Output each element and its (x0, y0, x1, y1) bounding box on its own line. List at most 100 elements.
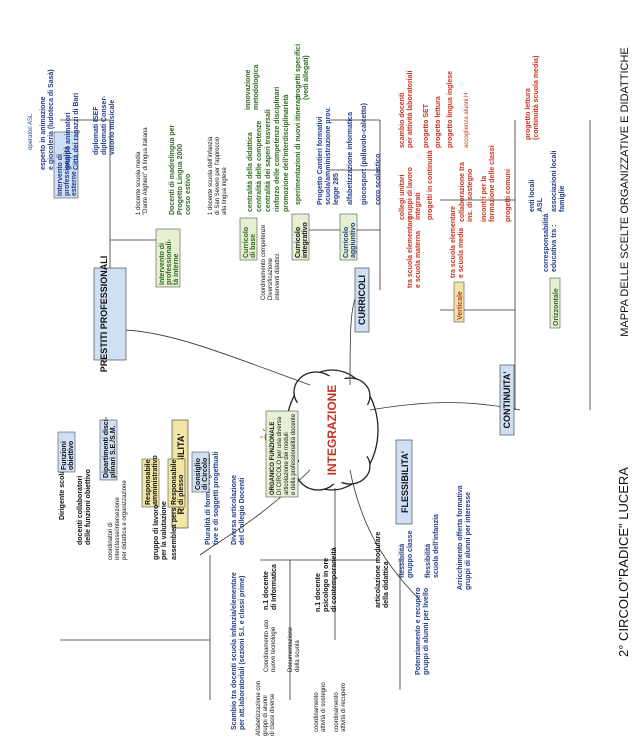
progetti-continuita: progetti in continuità (427, 150, 434, 220)
organico-l1: ORGANICO FUNZIONALE (270, 422, 276, 495)
collegi-l2: gruppi di lavoro (407, 167, 414, 220)
amministrativo-l2: amministrativo (152, 455, 159, 505)
incontri-l1: incontri per la (481, 176, 488, 222)
aggiuntivo-item-2: giocosport (pallavolo-calcetto) (361, 103, 368, 205)
flex-infanzia: flessibilità scuola dell'infanzia (425, 514, 440, 578)
progetti-specifici: progetti specifici (vedi allegati) (295, 44, 310, 100)
consiglio-l2: di Circolo (202, 458, 209, 490)
flex-classe: flessibilità gruppo classe (399, 530, 414, 578)
branch-prestiti: PRESTITI PROFESSIONALI (93, 256, 127, 373)
collaboratori: docenti collaboratori delle funzioni obi… (77, 469, 92, 545)
prestiti-esterne: Intervento di professionalità esterne (53, 131, 79, 199)
curricolo-integrativo: Curricolo integrativo (291, 213, 310, 261)
arricchimento-l2: gruppi di alunni per interesse (465, 492, 472, 590)
diversa-articolazione: Diversa articolazione del Collegio Docen… (231, 475, 246, 545)
coordinatori-l3: per didattica e organizzazione (122, 480, 128, 560)
collaboratori-l2: delle funzioni obiettivo (85, 469, 92, 545)
coord-recupero: coordinamento attività di recupero (334, 682, 347, 732)
animatori-l1: gruppo animatori (65, 112, 72, 170)
pluralita-l1: Pluralità di forme organizza- (205, 451, 212, 545)
dirigente-text: Dirigente scolastico (59, 453, 66, 520)
psicologo-l2: psicologo in ore (323, 558, 330, 612)
valutazione-l2: per la valutazione (161, 501, 168, 560)
isef-l3: vatorio musicale (109, 100, 116, 155)
curricolo-base: Curricolo di base (239, 217, 258, 261)
flex-classe-l2: gruppo classe (407, 530, 414, 578)
flex-infanzia-l2: scuola dell'infanzia (433, 514, 440, 578)
funzioni-l1: Funzioni (61, 441, 68, 470)
madrelingua-l2: Progetto Lingua 2000 (177, 144, 184, 215)
progetti-continuita-text: progetti in continuità (427, 150, 434, 220)
infanzia-l1: 1 docente scuola dell'infanzia (208, 136, 214, 215)
collaborazione-l1: collaborazione tra (459, 162, 466, 222)
media-l2: "Dante Alighieri" di lingua italiana (143, 127, 149, 215)
potenziamento-l2: gruppi di alunni per livello (423, 588, 430, 675)
prestiti-interne: Intervento di professionali- tà interne (155, 228, 181, 288)
side-title-group: MAPPA DELLE SCELTE ORGANIZZATIVE E DIDAT… (616, 47, 631, 657)
curricolo-base-items: centralità della didattica centralità de… (247, 87, 290, 212)
continuita-verticale: Verticale (453, 281, 465, 323)
branch-flessibilita: FLESSIBILITA' (395, 439, 413, 525)
base-item-4: rinforzo delle competenze disciplinari (274, 87, 281, 212)
animazione-l2: e giocoleria (ludoteca di Sasà) (48, 69, 55, 170)
branch-lines (60, 119, 591, 700)
cantieri: Progetto Cantieri formativi scuola/ammin… (317, 107, 340, 205)
tecnologie-l2: nuove tecnologie (271, 626, 277, 672)
interne-l2: professionali- (166, 238, 173, 285)
modulare-l1: articolazione modulare (375, 532, 382, 608)
documentazione-l1: Documentazione (288, 626, 294, 672)
flex-classe-l1: flessibilità (399, 544, 406, 578)
amministrativo-l1: Responsabile (145, 459, 152, 505)
progetti-specifici-l2: (vedi allegati) (303, 55, 310, 100)
integrativo-l1: Curricolo (295, 227, 302, 258)
innovazione-l2: metodologica (253, 64, 260, 110)
esterne-animazione: esperto in animazione e giocoleria (ludo… (40, 69, 55, 170)
elem-materna: tra scuola elementare e scuola materna (407, 216, 422, 288)
consiglio-l1: Consiglio (195, 458, 202, 490)
infanzia-l3: alla lingua inglese (222, 167, 228, 215)
itinerari: sperimentazioni di nuovi itinerari (295, 95, 302, 205)
branch-prestiti-label: PRESTITI PROFESSIONALI (99, 256, 109, 373)
curricolo-aggiuntivo: Curricolo aggiuntivo (339, 213, 358, 261)
madrelingua-l3: corso estivo (185, 174, 192, 215)
elem-media: tra scuola elementare e scuola media (450, 206, 465, 278)
associazioni: associazioni locali famiglie (551, 150, 566, 212)
base-item-5: promozione dell'interdisciplinarietà (283, 94, 290, 212)
associazioni-l2: famiglie (559, 185, 566, 212)
valutazione: gruppo di lavoro per la valutazione (153, 501, 168, 560)
elem-media-l1: tra scuola elementare (450, 206, 457, 278)
diversa-l1: Diversa articolazione (231, 475, 238, 545)
coordinatori-l2: interclasse/intersezione (115, 497, 121, 560)
amministrativo: Responsabile amministrativo (141, 455, 160, 508)
psicologo-l1: n.1 docente (315, 573, 322, 612)
assemblea-ata: assemblea personale ATA (171, 474, 178, 560)
flex-infanzia-l1: flessibilità (425, 544, 432, 578)
plesso-l2: di plesso (178, 475, 185, 505)
esterne-isef: diplomati ISEF diplomati Conser- vatorio… (93, 95, 116, 155)
enti-l2: ASL (537, 197, 544, 212)
verticale-label: Verticale (457, 291, 464, 320)
enti-locali: enti locali ASL (529, 180, 544, 212)
scambio-inf-l1: Scambio tra docenti scuola infanzia/elem… (231, 572, 238, 730)
interne-media: 1 docente scuola media "Dante Alighieri"… (136, 127, 149, 215)
branch-curricoli-label: CURRICOLI (357, 275, 367, 325)
scambio-l1: scambio docenti (399, 93, 406, 148)
potenziamento: Potenziamento e recupero gruppi di alunn… (415, 587, 430, 675)
valutazione-l1: gruppo di lavoro (153, 505, 160, 560)
incontri: incontri per la formazione delle classi (481, 145, 496, 222)
organico-l2: DI CIRCOLO per una diversa (277, 416, 283, 495)
collegi-l3: integrati (415, 192, 422, 220)
esterne-animatori: gruppo animatori Città dei ragazzi di Ba… (65, 93, 80, 170)
ata-text: assemblea personale ATA (171, 474, 178, 560)
organico-l3: articolazione dei moduli (284, 432, 290, 495)
branch-flessibilita-label: FLESSIBILITA' (400, 451, 410, 513)
base-item-3: centralità dei saperi trasversali (265, 109, 272, 212)
pluralita-l2: tive e di soggetti progettuali (213, 452, 220, 545)
dipartimenti-l1: Dipartimenti disci- (103, 416, 110, 478)
pluralita: Pluralità di forme organizza- tive e di … (205, 451, 220, 545)
madrelingua-l1: Docenti di madrelingua per (169, 124, 176, 215)
cantieri-l1: Progetto Cantieri formativi (317, 117, 324, 205)
branch-curricoli: CURRICOLI (354, 267, 370, 333)
associazioni-l1: associazioni locali (551, 150, 558, 212)
